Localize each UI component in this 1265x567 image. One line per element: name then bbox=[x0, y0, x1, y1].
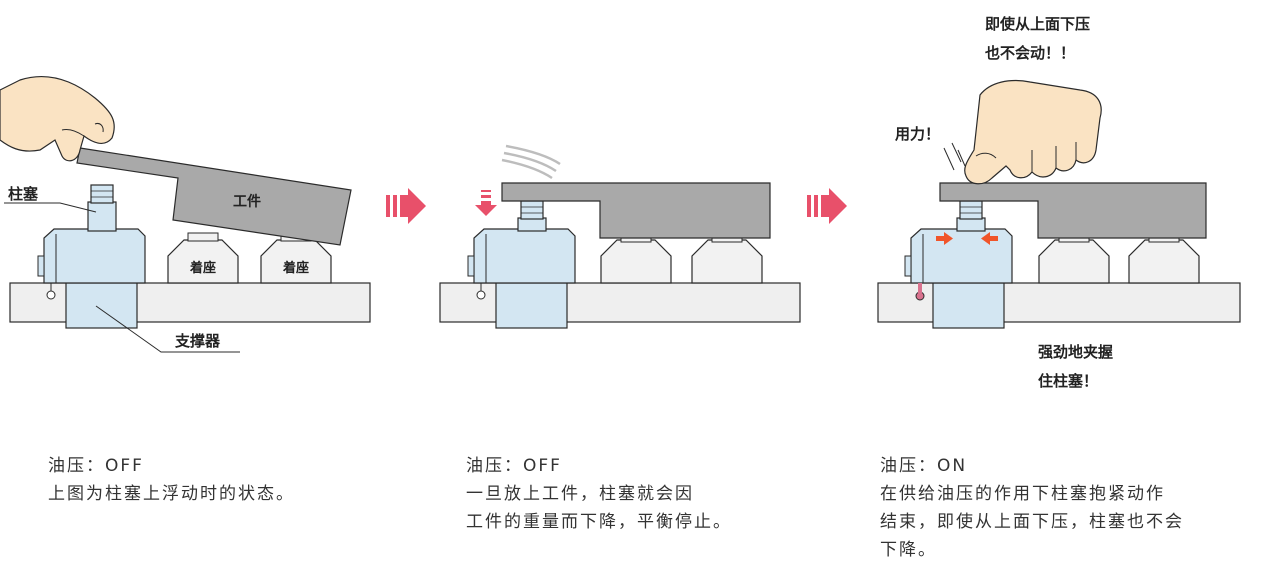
arrow-right-icon bbox=[386, 188, 426, 224]
panel-3-clamped: 即使从上面下压 也不会动！！ 用力！ 强劲地夹握 住柱塞！ bbox=[877, 15, 1241, 390]
seat-block-2 bbox=[691, 239, 763, 284]
indicator-pin bbox=[46, 290, 56, 300]
seat-block-1 bbox=[600, 239, 672, 284]
base-plate bbox=[877, 282, 1241, 323]
caption-line: 工件的重量而下降，平衡停止。 bbox=[466, 512, 732, 532]
caption-panel-2: 油压：OFF 一旦放上工件，柱塞就会因 工件的重量而下降，平衡停止。 bbox=[466, 452, 732, 536]
seat-block-1 bbox=[1038, 239, 1110, 284]
support-upper-body bbox=[473, 228, 576, 284]
plunger-label: 柱塞 bbox=[8, 185, 39, 203]
motion-lines-icon bbox=[501, 144, 561, 180]
force-label: 用力！ bbox=[895, 125, 940, 143]
seat-label-2: 着座 bbox=[282, 260, 309, 276]
base-plate bbox=[439, 282, 801, 323]
support-lower-body bbox=[932, 282, 1005, 329]
caption-panel-3: 油压：ON 在供给油压的作用下柱塞抱紧动作 结束，即使从上面下压，柱塞也不会 下… bbox=[880, 452, 1184, 564]
support-lower-body bbox=[495, 282, 568, 329]
panel-2-loaded bbox=[439, 144, 801, 329]
plunger bbox=[517, 217, 547, 232]
seat-label-1: 着座 bbox=[189, 260, 216, 276]
arrow-down-icon bbox=[475, 190, 497, 216]
indicator-pin-active bbox=[915, 291, 925, 301]
arrow-right-icon bbox=[807, 188, 847, 224]
workpiece-tilted bbox=[76, 147, 352, 246]
caption-line: 油压：OFF bbox=[48, 456, 144, 476]
top-note-line-1: 即使从上面下压 bbox=[985, 15, 1090, 33]
plunger bbox=[87, 201, 117, 232]
clamp-note-line-2: 住柱塞！ bbox=[1038, 372, 1098, 390]
base-plate bbox=[9, 282, 371, 323]
support-lower-body bbox=[65, 282, 138, 329]
caption-line: 上图为柱塞上浮动时的状态。 bbox=[48, 484, 295, 504]
side-port bbox=[37, 255, 45, 277]
clamp-note-line-1: 强劲地夹握 bbox=[1038, 343, 1113, 361]
panel-1-floating: 柱塞 工件 着座 着座 支撑器 bbox=[0, 75, 371, 353]
force-lines-icon bbox=[943, 142, 966, 171]
support-upper-body bbox=[43, 228, 146, 284]
seat-block-1 bbox=[167, 239, 239, 284]
plunger bbox=[956, 217, 986, 232]
workpiece-label: 工件 bbox=[233, 193, 261, 210]
plunger-nut bbox=[90, 184, 114, 204]
top-note-line-2: 也不会动！！ bbox=[985, 44, 1075, 62]
caption-line: 一旦放上工件，柱塞就会因 bbox=[466, 484, 694, 504]
plunger-nut bbox=[959, 200, 983, 220]
workpiece bbox=[939, 182, 1207, 239]
seat-block-2 bbox=[1128, 239, 1200, 284]
caption-line: 油压：OFF bbox=[466, 456, 562, 476]
hand-icon bbox=[0, 75, 115, 162]
plunger-nut bbox=[520, 200, 544, 220]
support-label: 支撑器 bbox=[174, 332, 221, 350]
clamp-arrow-icon bbox=[936, 232, 998, 245]
workpiece bbox=[501, 182, 771, 239]
caption-line: 在供给油压的作用下柱塞抱紧动作 bbox=[880, 484, 1165, 504]
caption-line: 下降。 bbox=[880, 540, 937, 560]
caption-panel-1: 油压：OFF 上图为柱塞上浮动时的状态。 bbox=[48, 452, 295, 508]
indicator-pin bbox=[476, 290, 486, 300]
caption-line: 结束，即使从上面下压，柱塞也不会 bbox=[880, 512, 1184, 532]
pointing-finger-icon bbox=[964, 79, 1102, 185]
caption-line: 油压：ON bbox=[880, 456, 968, 476]
